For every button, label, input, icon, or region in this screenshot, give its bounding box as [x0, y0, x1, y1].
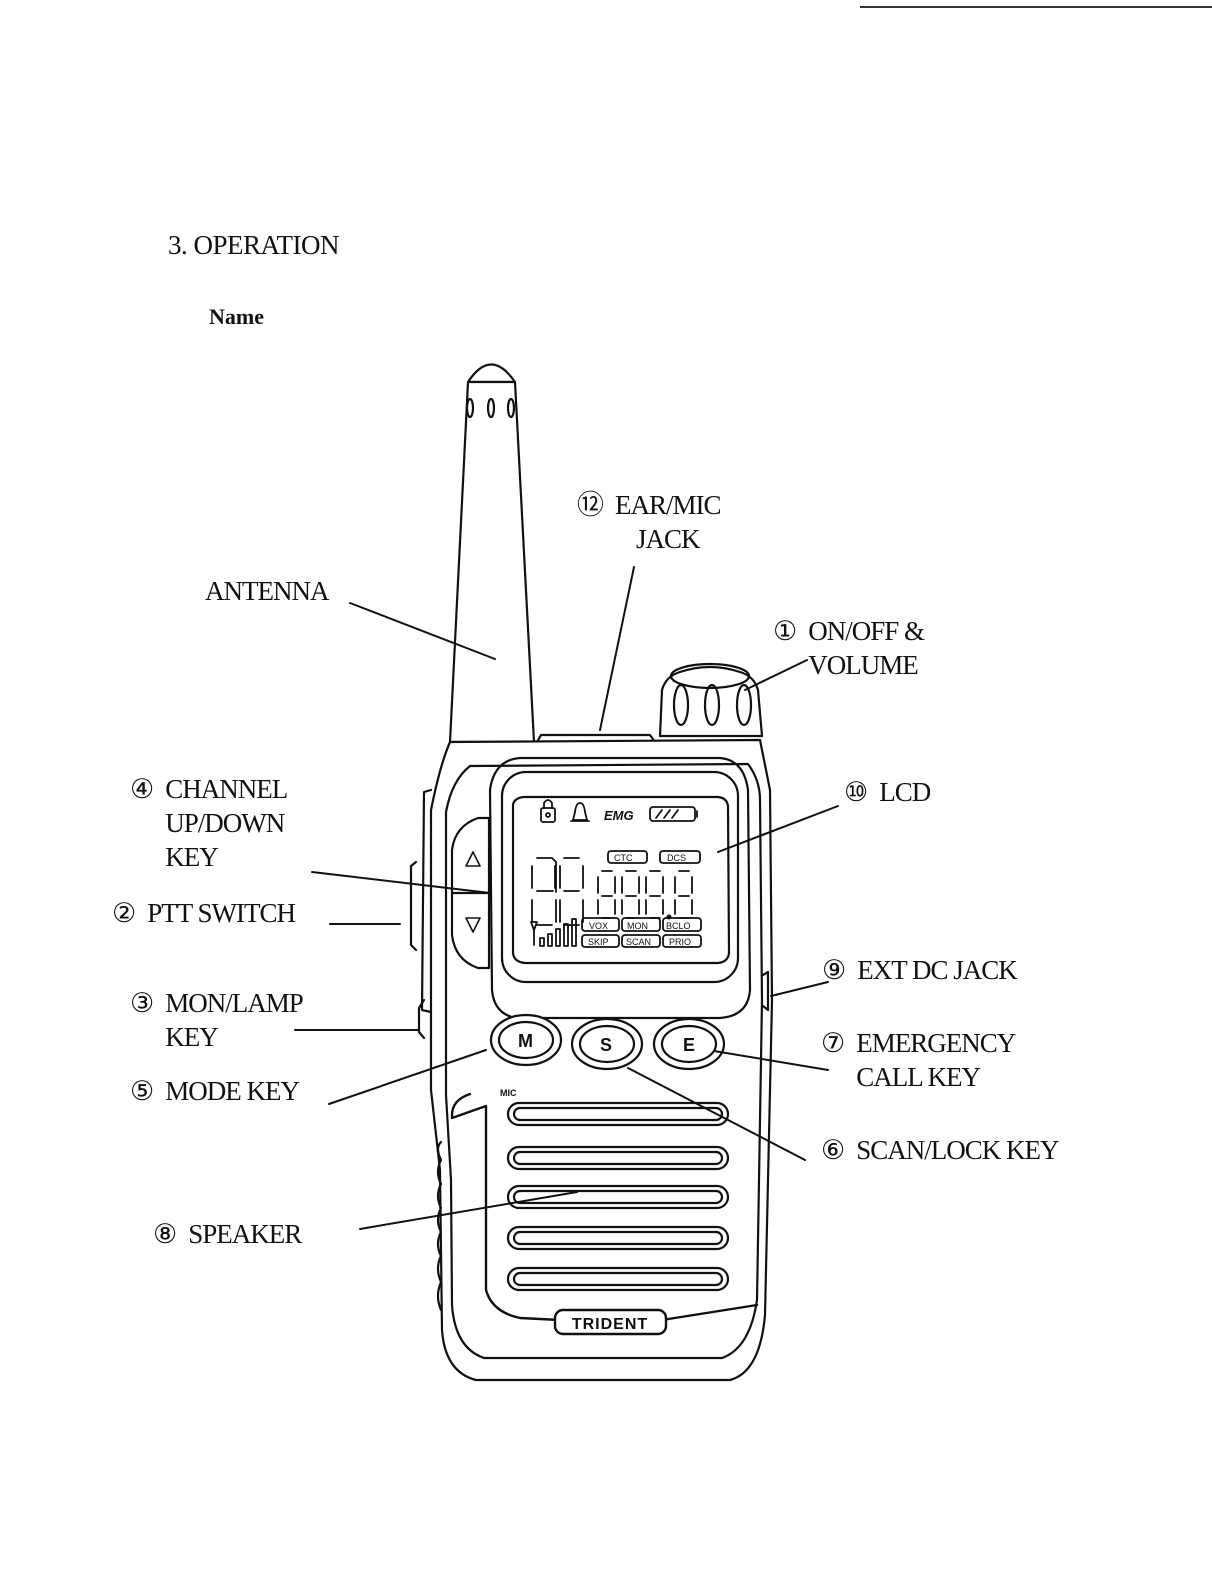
mode-button-letter: M	[518, 1031, 533, 1051]
lcd-bclo: BCLO	[666, 921, 691, 931]
antenna	[450, 365, 534, 743]
emergency-button-letter: E	[683, 1035, 695, 1055]
brand-logo: TRIDENT	[572, 1316, 648, 1333]
lcd-dcs: DCS	[667, 853, 686, 863]
lcd-vox: VOX	[589, 921, 608, 931]
label-antenna: ANTENNA	[205, 574, 328, 608]
lcd-ctc: CTC	[614, 853, 633, 863]
volume-knob	[660, 664, 762, 736]
lcd-scan: SCAN	[626, 937, 651, 947]
scan-button-letter: S	[600, 1035, 612, 1055]
mic-label: MIC	[500, 1088, 517, 1098]
lcd-mon: MON	[627, 921, 648, 931]
lcd-prio: PRIO	[669, 937, 691, 947]
lcd-emg: EMG	[604, 808, 634, 823]
lcd-housing	[490, 758, 750, 1018]
lcd-skip: SKIP	[588, 937, 609, 947]
